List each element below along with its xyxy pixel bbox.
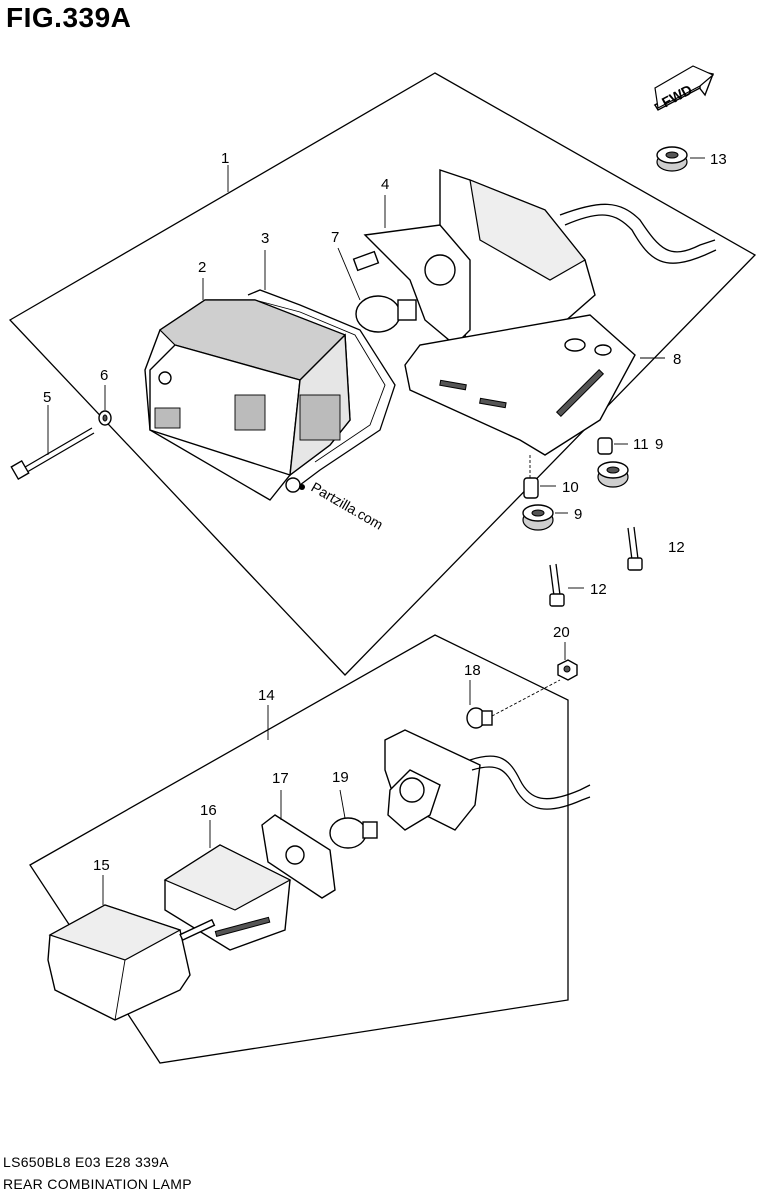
- callout-2: 2: [198, 259, 206, 276]
- part-6-washer: [98, 385, 112, 426]
- part-8-bracket: [404, 314, 665, 456]
- part-15-license-lamp-lens: [47, 875, 216, 1021]
- callout-15: 15: [93, 857, 110, 874]
- part-13-grommet: [656, 146, 705, 172]
- assembly-14-outline: [29, 634, 569, 1064]
- callout-11: 11: [633, 436, 649, 453]
- part-14-license-lamp-housing: [267, 705, 591, 831]
- callout-7: 7: [331, 229, 339, 246]
- part-3-lamp-bezel: [247, 250, 396, 486]
- part-16-license-lamp-base: [163, 820, 292, 951]
- fwd-arrow-icon: FWD: [653, 65, 715, 111]
- callout-6: 6: [100, 367, 108, 384]
- model-code: LS650BL8 E03 E28 339A: [3, 1154, 169, 1170]
- part-9-grommet-upper: [597, 461, 629, 488]
- section-name: REAR COMBINATION LAMP: [3, 1176, 192, 1192]
- callout-10: 10: [562, 479, 579, 496]
- callout-20: 20: [553, 624, 570, 641]
- part-4-lamp-base: [352, 169, 717, 356]
- callout-3: 3: [261, 230, 269, 247]
- callout-12-left: 12: [590, 581, 607, 598]
- part-20-nut: [557, 659, 578, 681]
- watermark-text: Partzilla.com: [309, 479, 386, 533]
- part-11-collar: [597, 437, 628, 455]
- part-5-bolt: [10, 405, 95, 481]
- callout-19: 19: [332, 769, 349, 786]
- part-2-lamp-lens: [144, 278, 351, 501]
- part-10-collar: [523, 455, 556, 499]
- callout-18: 18: [464, 662, 481, 679]
- part-19-bulb: [329, 789, 378, 849]
- callout-14: 14: [258, 687, 275, 704]
- callout-9-right: 9: [655, 436, 663, 453]
- callout-12-right: 12: [668, 539, 685, 556]
- part-17-gasket: [261, 790, 336, 899]
- part-12-screw-left: [549, 563, 584, 607]
- callout-1: 1: [221, 150, 229, 167]
- part-18-rubber-cap: [466, 679, 561, 729]
- callout-8: 8: [673, 351, 681, 368]
- callout-17: 17: [272, 770, 289, 787]
- callout-16: 16: [200, 802, 217, 819]
- part-7-bulb: [337, 247, 417, 333]
- callout-5: 5: [43, 389, 51, 406]
- callout-9-lower: 9: [574, 506, 582, 523]
- assembly-1-outline: [8, 72, 757, 676]
- watermark: Partzilla.com: [299, 479, 386, 533]
- figure-title: FIG.339A: [6, 2, 132, 33]
- part-12-screw-right: [627, 526, 643, 571]
- callout-13: 13: [710, 151, 727, 168]
- callout-4: 4: [381, 176, 389, 193]
- part-9-grommet-lower: [522, 504, 568, 531]
